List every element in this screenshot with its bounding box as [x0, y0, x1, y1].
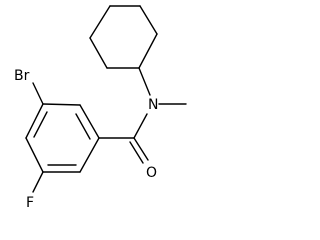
bond-ar-inner-2 — [33, 111, 48, 138]
bond-n-carbonyl — [133, 113, 148, 139]
bond-ar-2 — [42, 103, 81, 106]
bond-cy-6 — [89, 5, 111, 39]
bond-cy-3 — [138, 33, 158, 69]
atom-label-nitrogen: N — [148, 97, 158, 113]
cyclohexane-ring — [89, 5, 158, 69]
bond-cy-5 — [89, 37, 108, 69]
bond-ar-1 — [79, 104, 100, 139]
bond-ar-4 — [25, 137, 44, 173]
atom-label-oxygen: O — [146, 165, 157, 181]
bond-carbonyl-o-1 — [133, 137, 149, 161]
bond-ar-6 — [79, 137, 100, 173]
bond-carbonyl-o-2 — [129, 141, 144, 164]
bond-ar-inner-1 — [75, 113, 91, 140]
bond-cy-2 — [139, 5, 158, 35]
bond-ar-3 — [25, 103, 44, 139]
bond-ring-f — [32, 171, 44, 193]
bond-ring-br — [32, 82, 44, 105]
atom-label-bromine: Br — [14, 68, 30, 84]
molecule-structure: Br N O F — [14, 5, 187, 211]
bond-cyclohexyl-n — [138, 67, 151, 96]
benzene-ring — [25, 103, 100, 173]
atom-label-fluorine: F — [26, 195, 34, 211]
